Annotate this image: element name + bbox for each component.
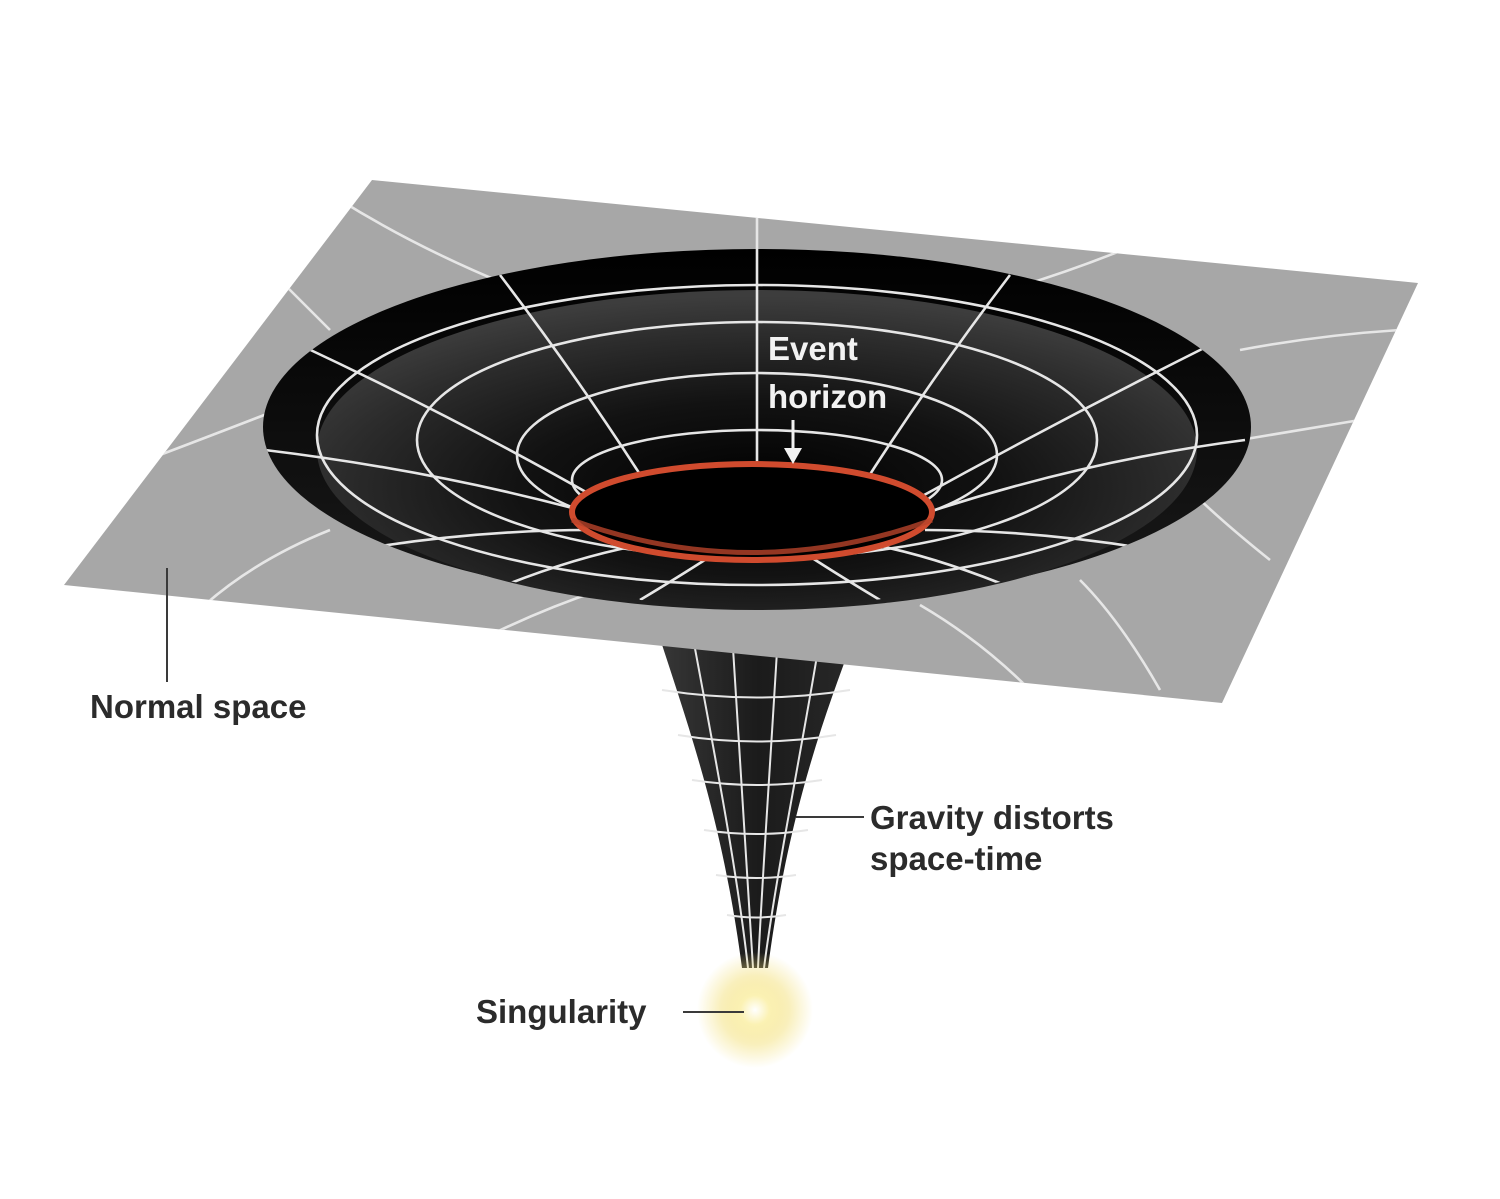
event-horizon-label-line2: horizon bbox=[768, 378, 887, 415]
normal-space-label: Normal space bbox=[90, 688, 306, 725]
gravity-label-line2: space-time bbox=[870, 840, 1042, 877]
arrow-down-icon bbox=[784, 420, 802, 464]
singularity-label: Singularity bbox=[476, 993, 647, 1030]
gravity-label-line1: Gravity distorts bbox=[870, 799, 1114, 836]
event-horizon-ring bbox=[569, 461, 935, 563]
singularity-glow bbox=[697, 952, 813, 1068]
event-horizon-label-line1: Event bbox=[768, 330, 858, 367]
